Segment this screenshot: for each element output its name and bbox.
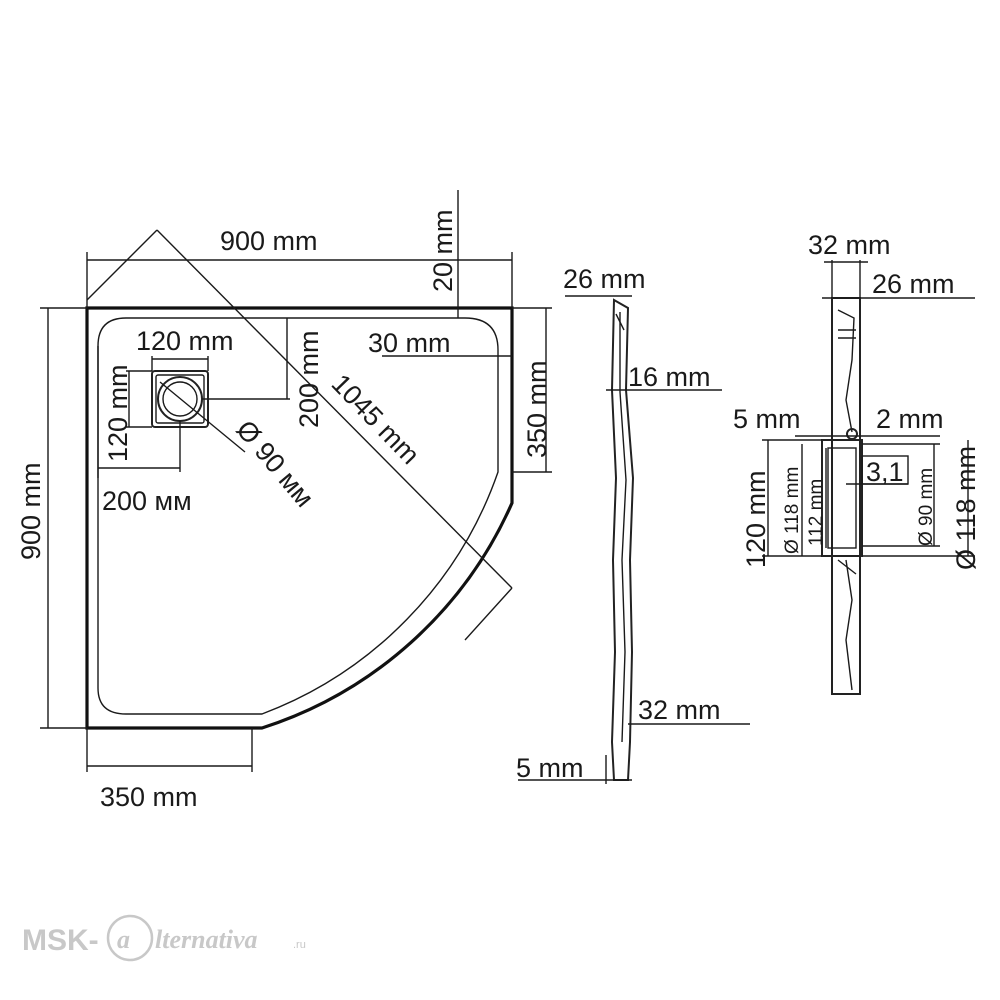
section-tray-label: 26 mm: [872, 269, 955, 299]
section-total-label: 32 mm: [808, 230, 891, 260]
section-drain-diameter-label: Ø 90 mm: [916, 468, 937, 546]
rim-label: 20 mm: [428, 209, 458, 292]
watermark-emblem: a: [117, 925, 130, 954]
side-bottom-label: 32 mm: [638, 695, 721, 725]
section-drain-inner: [827, 447, 857, 549]
side-foot-label: 5 mm: [516, 753, 584, 783]
inner-offset-label: 30 mm: [368, 328, 451, 358]
diagonal-helper-2: [156, 229, 513, 589]
drain-diameter-label: Ø 90 мм: [230, 415, 319, 513]
watermark-suffix: .ru: [293, 939, 306, 951]
section-right-gap-label: 2 mm: [876, 404, 944, 434]
drain-height-label: 120 mm: [103, 364, 133, 462]
section-height-label: 120 mm: [741, 470, 771, 568]
side-mid-label: 16 mm: [628, 362, 711, 392]
section-wall-detail-3: [837, 559, 857, 575]
straight-bottom-label: 350 mm: [100, 782, 198, 812]
section-step-label: 3,1: [866, 457, 904, 487]
diagonal-helper-3: [464, 587, 513, 641]
straight-right-label: 350 mm: [522, 360, 552, 458]
drain-width-label: 120 mm: [136, 326, 234, 356]
section-wall-profile: [837, 309, 855, 691]
watermark: MSK- a lternativa .ru: [22, 914, 306, 962]
watermark-prefix: MSK-: [22, 924, 99, 957]
section-drain-pipe: [821, 439, 863, 557]
watermark-brand: lternativa: [155, 925, 258, 954]
watermark-emblem-ring: [106, 914, 154, 962]
top-view: 900 mm 900 mm 1045 mm 20 mm 30 mm 350 mm…: [16, 190, 552, 812]
side-profile-detail: [615, 313, 625, 331]
drain-section-view: 32 mm 26 mm 5 mm 2 mm 120 mm Ø 118 mm 11…: [733, 230, 981, 695]
tray-outer-outline: [85, 306, 514, 730]
side-view: 26 mm 16 mm 32 mm 5 mm: [516, 264, 750, 784]
diagonal-helper-1: [86, 229, 158, 301]
width-label: 900 mm: [220, 226, 318, 256]
tray-inner-outline: [97, 317, 499, 715]
diagonal-label: 1045 mm: [326, 368, 426, 470]
drain-diameter-leader: [159, 381, 246, 453]
section-outer-left-label: Ø 118 mm: [782, 467, 803, 554]
section-outer-right-label: Ø 118 mm: [951, 446, 981, 570]
section-inner-label: 112 mm: [806, 479, 827, 546]
section-drain-collar: [846, 428, 858, 440]
side-profile-inner: [619, 312, 627, 743]
height-label: 900 mm: [16, 462, 46, 560]
drain-offset-y-label: 200 mm: [294, 330, 324, 428]
side-top-label: 26 mm: [563, 264, 646, 294]
drain-circle-inner: [162, 381, 198, 417]
drain-offset-x-label: 200 мм: [102, 486, 192, 516]
section-left-gap-label: 5 mm: [733, 404, 801, 434]
